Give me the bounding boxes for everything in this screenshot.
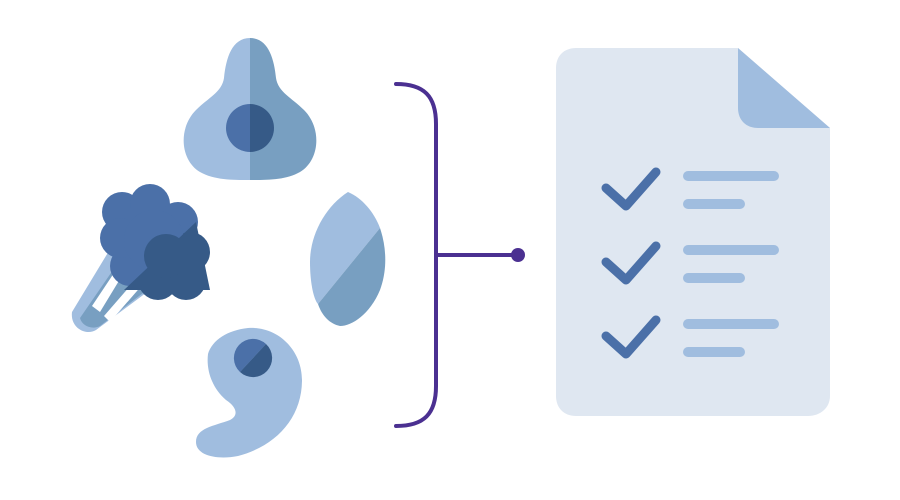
avocado-pit-left — [226, 104, 250, 152]
bean-icon — [196, 327, 302, 458]
checklist-row-1 — [601, 167, 779, 211]
bean-eye-right — [240, 344, 273, 378]
document-fold — [738, 48, 830, 128]
broccoli-head — [100, 184, 210, 300]
almond-light-half — [310, 192, 380, 304]
almond-dark-half — [318, 228, 386, 326]
almond-icon — [310, 192, 386, 326]
checklist-document-icon — [556, 48, 830, 416]
broccoli-icon — [71, 184, 210, 332]
checklist-row-3 — [601, 315, 779, 359]
avocado-icon — [183, 38, 317, 180]
check-icon — [601, 241, 661, 285]
check-icon — [601, 315, 661, 359]
bracket-connector — [394, 82, 525, 428]
checklist-row-2 — [601, 241, 779, 285]
bean-body — [196, 327, 302, 458]
bean-eye-left — [233, 338, 266, 372]
bracket-line — [394, 82, 438, 428]
connector-dot — [511, 248, 525, 262]
check-icon — [601, 167, 661, 211]
avocado-pit-right — [250, 104, 274, 152]
